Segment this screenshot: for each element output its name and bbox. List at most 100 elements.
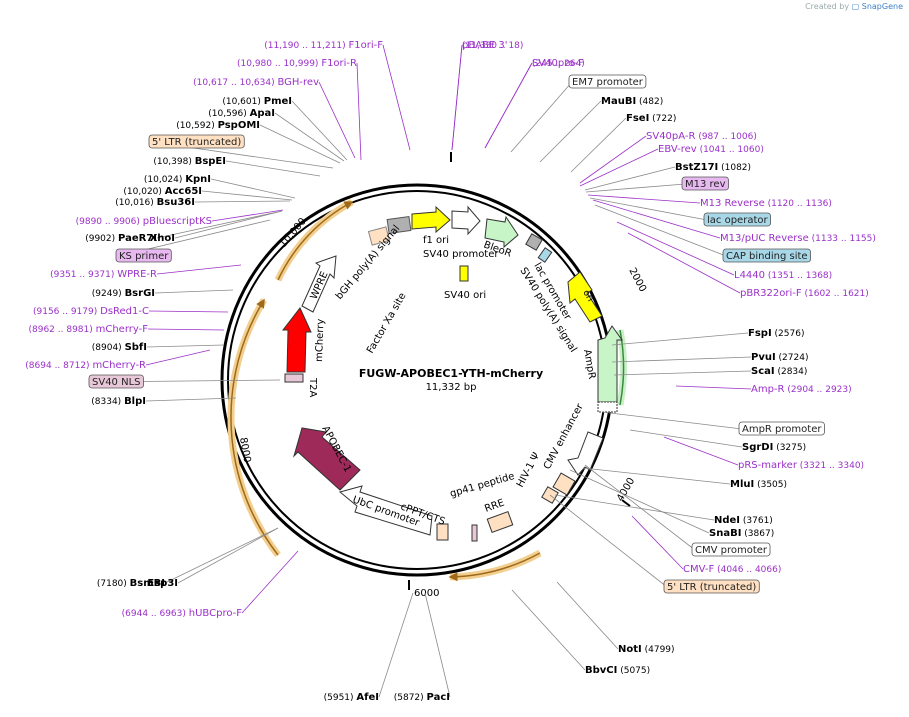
leader-line <box>259 124 341 164</box>
site-label: (7180) BsmBI <box>97 578 165 589</box>
feature-callout-label: 5' LTR (truncated) <box>667 582 756 593</box>
primer-label: pRS-marker (3321 .. 3340) <box>738 460 864 471</box>
feature-callout-label: KS primer <box>119 251 169 262</box>
leader-line <box>318 81 356 159</box>
site-label: Esp3I <box>147 578 178 589</box>
site-label: PvuI (2724) <box>751 352 808 363</box>
site-label: ScaI (2834) <box>751 366 807 377</box>
leader-line <box>611 332 749 346</box>
leader-line <box>291 100 348 161</box>
site-label: (8334) BlpI <box>91 396 146 407</box>
leader-line <box>484 62 533 149</box>
feature-ltr-block <box>367 226 391 246</box>
site-label: (5951) AfeI <box>324 692 379 703</box>
leader-line <box>601 411 743 430</box>
leader-line <box>589 197 708 221</box>
leader-line <box>627 232 741 294</box>
leader-line <box>539 100 602 163</box>
leader-line <box>210 178 296 199</box>
leader-line <box>579 148 659 187</box>
leader-line <box>156 264 242 275</box>
tick-6000: 6000 <box>414 588 439 599</box>
leader-line <box>629 429 743 448</box>
site-label: (10,596) ApaI <box>208 108 275 119</box>
leader-line <box>675 385 752 390</box>
arc-bottom-line <box>448 552 541 582</box>
leader-line <box>211 209 284 222</box>
feature-callout-box <box>738 421 825 436</box>
site-label: (10,601) PmeI <box>222 96 292 107</box>
feature-ampr-promoter-block <box>597 401 618 413</box>
leader-line <box>174 210 283 239</box>
site-label: NdeI (3761) <box>714 515 773 526</box>
site-label: SgrDI (3275) <box>742 442 806 453</box>
leader-line <box>663 436 739 466</box>
primer-label: pBR322ori-F (1602 .. 1621) <box>740 288 869 299</box>
label-sv40-ori: SV40 ori <box>444 290 486 301</box>
feature-bleor <box>484 215 519 249</box>
feature-callout-label: M13 rev <box>685 179 726 190</box>
primer-label: (11,330 .. 18) <box>462 41 523 51</box>
feature-f1ori <box>411 205 451 234</box>
leader-line <box>177 527 279 584</box>
feature-callout-box <box>88 374 144 389</box>
feature-callout-label: 5' LTR (truncated) <box>152 137 241 148</box>
label-sv40-promoter: SV40 promoter <box>423 249 499 260</box>
label-f1ori: f1 ori <box>423 235 449 246</box>
watermark-prefix: Created by <box>805 2 850 11</box>
leader-line <box>156 210 283 239</box>
arc-bottom <box>449 549 542 581</box>
leader-line <box>631 515 684 570</box>
leader-line <box>584 464 696 551</box>
leader-line <box>587 194 701 204</box>
feature-callout-box <box>148 134 245 149</box>
primer-label: SV40pA-R (987 .. 1006) <box>646 131 757 142</box>
feature-ubc-promoter <box>338 485 433 536</box>
feature-wpre <box>301 255 337 313</box>
feature-apobec1 <box>292 427 361 491</box>
primer-label: (245 .. 264) <box>532 59 585 69</box>
primer-label: SV40pro-F <box>532 58 584 69</box>
primer-label: (9156 .. 9179) DsRed1-C <box>33 306 149 317</box>
label-bgh-polya: bGH poly(A) signal <box>334 223 402 302</box>
primer-label: EBV-rev (1041 .. 1060) <box>658 144 764 155</box>
leader-line <box>154 289 234 294</box>
primer-label: M13/pUC Reverse (1133 .. 1155) <box>720 233 876 244</box>
leader-line <box>510 81 573 153</box>
feature-callout-box <box>722 248 811 263</box>
primer-label: L4440 (1351 .. 1368) <box>734 270 832 281</box>
label-gp41: gp41 peptide <box>449 471 516 500</box>
leader-line <box>147 328 225 331</box>
primer-label: (9890 .. 9906) pBluescriptKS <box>76 216 212 227</box>
site-label: (9902) PaeR7I <box>85 233 157 244</box>
feature-block-lac <box>537 247 553 263</box>
label-factor-xa: Factor Xa site <box>365 291 409 355</box>
primer-label: (6944 .. 6963) hUBCpro-F <box>122 608 243 619</box>
leader-line <box>592 199 721 239</box>
leader-line <box>424 592 451 698</box>
label-mcherry: mCherry <box>314 318 327 362</box>
leader-line <box>145 349 211 366</box>
leader-line <box>556 581 619 650</box>
site-label: (10,592) PspOMI <box>176 120 260 131</box>
feature-sv40-promoter <box>451 205 481 236</box>
plasmid-length: 11,332 bp <box>426 382 477 393</box>
leader-line <box>145 397 237 402</box>
leader-line <box>511 589 586 671</box>
feature-cppt <box>436 523 449 541</box>
leader-line <box>549 494 668 588</box>
feature-callout-box <box>663 579 760 594</box>
feature-t2a <box>284 373 304 383</box>
label-ampr: AmpR <box>581 349 597 380</box>
feature-callout-label: CMV promoter <box>695 545 768 556</box>
site-label: (10,024) KpnI <box>144 174 211 185</box>
leader-lines <box>91 44 752 698</box>
feature-callout-label: EM7 promoter <box>572 77 644 88</box>
feature-callout-box <box>681 176 729 191</box>
leader-line <box>164 527 279 584</box>
label-hiv-psi: HIV-1 Ψ <box>515 451 542 490</box>
label-rre: RRE <box>483 498 506 515</box>
feature-mcherry <box>281 307 312 373</box>
